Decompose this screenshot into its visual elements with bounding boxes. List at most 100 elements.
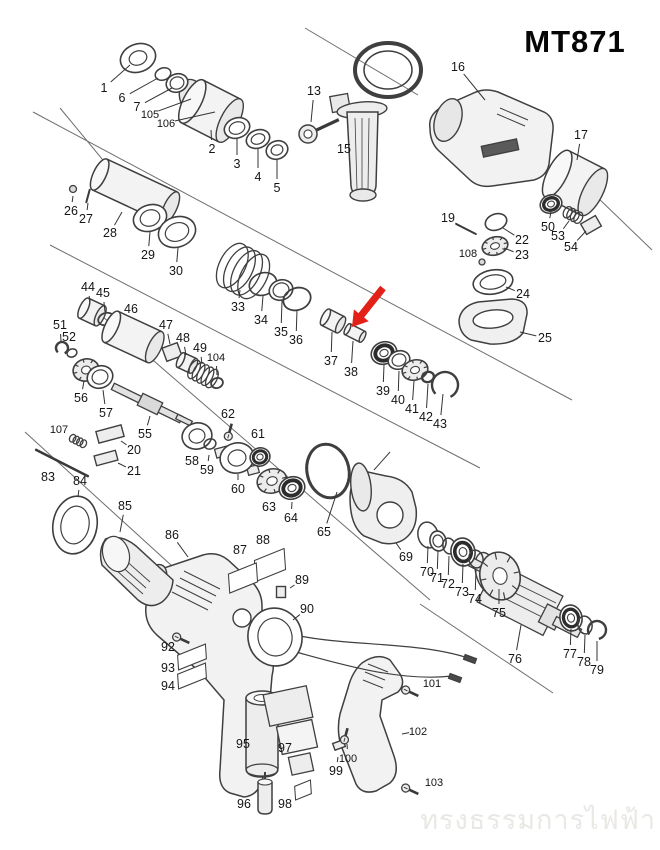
- leader-35: [280, 300, 283, 324]
- part-label-52: 52: [62, 330, 76, 344]
- part-label-65: 65: [317, 525, 331, 539]
- leader-13: [310, 99, 314, 123]
- part-21-shape: [93, 449, 119, 467]
- part-label-106: 106: [157, 118, 175, 130]
- part-79-shape: [586, 619, 608, 641]
- decor-l-27: [354, 117, 358, 191]
- part-label-13: 13: [307, 84, 321, 98]
- decor-r-40: [287, 752, 315, 776]
- part-35-shape: [268, 278, 294, 302]
- part-label-56: 56: [74, 391, 88, 405]
- part-108-shape: [478, 258, 486, 266]
- part-label-73: 73: [455, 585, 469, 599]
- part-label-28: 28: [103, 226, 117, 240]
- leader-45: [103, 301, 106, 313]
- leader-2: [210, 129, 213, 141]
- part-label-24: 24: [516, 287, 530, 301]
- part-label-46: 46: [124, 302, 138, 316]
- highlight-arrow: [352, 285, 386, 327]
- part-label-19: 19: [441, 211, 455, 225]
- part-label-75: 75: [492, 606, 506, 620]
- part-107-shape: [68, 433, 88, 449]
- part-26-shape: [68, 184, 78, 194]
- part-label-17: 17: [574, 128, 588, 142]
- decor-p-57: [299, 635, 469, 659]
- leader-39: [382, 364, 385, 383]
- part-47-shape: [161, 341, 183, 363]
- decor-l-20: [364, 671, 386, 681]
- part-42-shape: [420, 370, 436, 384]
- leader-17: [576, 143, 581, 161]
- decor-r-59: [462, 653, 478, 665]
- part-74-shape: [468, 549, 484, 569]
- decor-p-26: [346, 111, 379, 197]
- leader-28: [114, 211, 123, 226]
- part-label-39: 39: [376, 384, 390, 398]
- part-label-77: 77: [563, 647, 577, 661]
- part-1-shape: [119, 42, 157, 74]
- frame-line-2: [49, 244, 481, 469]
- part-101-shape: [401, 685, 419, 698]
- leader-73: [461, 563, 464, 584]
- leader-89: [289, 584, 295, 589]
- decor-r-60: [447, 672, 463, 684]
- leader-56: [82, 380, 85, 390]
- part-label-105: 105: [141, 109, 159, 121]
- model-title: MT871: [524, 24, 626, 59]
- leader-74: [474, 569, 477, 591]
- part-label-100: 100: [339, 753, 357, 765]
- decor-e-13: [472, 309, 514, 329]
- leader-65: [326, 491, 338, 524]
- part-label-108: 108: [459, 248, 477, 260]
- leader-104: [216, 365, 218, 376]
- part-label-34: 34: [254, 313, 268, 327]
- part-label-26: 26: [64, 204, 78, 218]
- part-label-57: 57: [99, 406, 113, 420]
- decor-l-17: [373, 451, 391, 471]
- decor-l-10: [499, 107, 529, 121]
- decor-e-15: [350, 462, 372, 512]
- part-label-71: 71: [430, 571, 444, 585]
- leader-16: [463, 73, 486, 101]
- part-label-94: 94: [161, 679, 175, 693]
- leader-42: [426, 383, 429, 409]
- part-104-shape: [210, 376, 224, 390]
- part-label-86: 86: [165, 528, 179, 542]
- part-41-shape: [401, 358, 429, 382]
- leader-59: [207, 454, 210, 462]
- part-3-shape: [223, 116, 251, 140]
- part-label-7: 7: [134, 100, 141, 114]
- part-label-49: 49: [193, 341, 207, 355]
- part-label-62: 62: [221, 407, 235, 421]
- part-37-shape: [319, 308, 347, 334]
- part-label-25: 25: [538, 331, 552, 345]
- part-label-44: 44: [81, 280, 95, 294]
- part-51-shape: [54, 340, 70, 356]
- leader-57: [102, 389, 106, 405]
- decor-e-34: [245, 763, 279, 777]
- part-label-37: 37: [324, 354, 338, 368]
- decor-p-35: [257, 781, 273, 815]
- leader-84: [77, 489, 80, 498]
- part-label-5: 5: [274, 181, 281, 195]
- part-label-42: 42: [419, 410, 433, 424]
- part-label-23: 23: [515, 248, 529, 262]
- leader-24: [505, 286, 515, 292]
- part-23-shape: [481, 235, 509, 257]
- decor-l-5: [171, 591, 209, 611]
- part-103-shape: [401, 783, 419, 796]
- part-24-shape: [472, 268, 514, 296]
- part-label-45: 45: [96, 286, 110, 300]
- leader-7: [144, 87, 173, 104]
- part-label-63: 63: [262, 500, 276, 514]
- leader-77: [569, 628, 572, 646]
- part-label-47: 47: [159, 318, 173, 332]
- part-label-41: 41: [405, 402, 419, 416]
- part-label-90: 90: [300, 602, 314, 616]
- decor-r-38: [262, 685, 314, 727]
- decor-e-8: [433, 97, 463, 143]
- part-20-shape: [95, 423, 125, 445]
- watermark: ทรงธรรมการไฟฟ้า: [420, 805, 656, 835]
- part-label-61: 61: [251, 427, 265, 441]
- decor-l-3: [179, 577, 217, 597]
